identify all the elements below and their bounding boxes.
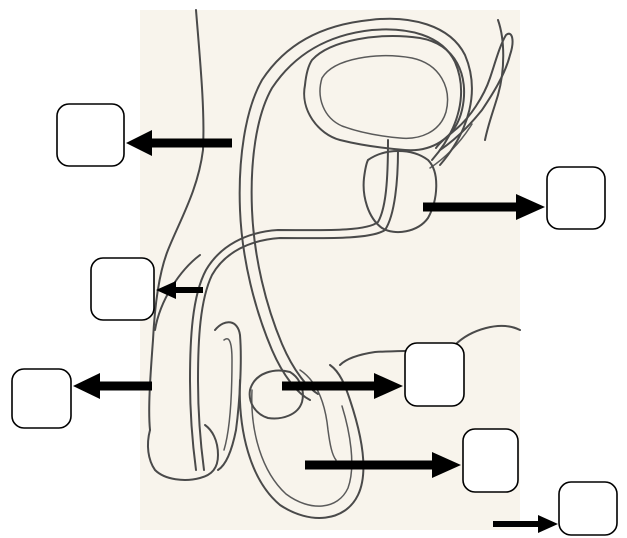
label-box-6[interactable] xyxy=(463,429,518,492)
label-box-1[interactable] xyxy=(57,104,124,166)
label-box-5[interactable] xyxy=(405,343,464,406)
label-box-7[interactable] xyxy=(559,482,617,535)
label-box-2[interactable] xyxy=(547,167,605,229)
label-box-3[interactable] xyxy=(91,258,154,320)
label-box-4[interactable] xyxy=(12,369,71,428)
